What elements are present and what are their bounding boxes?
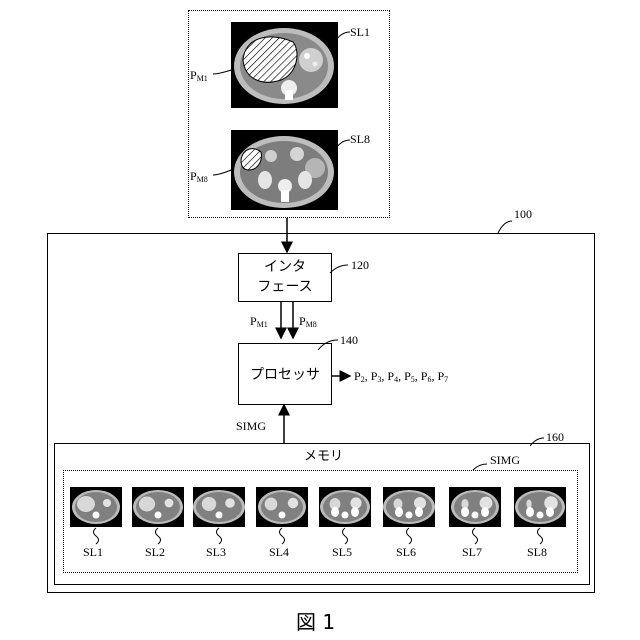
output-param: P7 (437, 369, 448, 383)
memory-thumbnail (449, 487, 501, 527)
processor-box: プロセッサ (238, 343, 332, 405)
output-parameters: P2, P3, P4, P5, P6, P7 (354, 370, 448, 384)
output-param: P2 (354, 369, 365, 383)
ref-140: 140 (340, 334, 358, 346)
memory-thumbnail (383, 487, 435, 527)
label-arrow-pm1: PM1 (250, 315, 268, 329)
figure-caption: 図 1 (296, 606, 335, 635)
memory-thumbnail (514, 487, 566, 527)
ct-image-sl8 (231, 130, 338, 210)
memory-thumbnail (256, 487, 308, 527)
ref-100: 100 (514, 208, 532, 220)
ct-sl8-graphic (231, 130, 338, 210)
ref-160: 160 (546, 431, 564, 443)
memory-thumbnail-label: SL6 (396, 546, 416, 558)
memory-thumbnail-label: SL5 (332, 546, 352, 558)
interface-line2: フェース (257, 278, 312, 298)
ct-image-sl1 (231, 22, 338, 108)
memory-thumbnail (193, 487, 245, 527)
output-param: P3 (371, 369, 382, 383)
interface-box: インタ フェース (238, 253, 332, 302)
label-sl1: SL1 (350, 26, 370, 38)
interface-line1: インタ (264, 258, 306, 278)
processor-label: プロセッサ (250, 364, 320, 384)
memory-thumbnail-label: SL8 (527, 546, 547, 558)
leader-100 (498, 221, 512, 233)
memory-label: メモリ (304, 450, 343, 463)
label-simg-group: SIMG (490, 454, 520, 466)
memory-thumbnail-label: SL7 (462, 546, 482, 558)
memory-thumbnail (319, 487, 371, 527)
label-simg-arrow: SIMG (236, 420, 266, 432)
label-arrow-pm8: PM8 (299, 315, 317, 329)
label-sl8: SL8 (350, 133, 370, 145)
memory-thumbnail (132, 487, 184, 527)
memory-thumbnail-label: SL2 (145, 546, 165, 558)
memory-thumbnail-label: SL4 (269, 546, 289, 558)
output-param: P4 (387, 369, 398, 383)
memory-thumbnail (70, 487, 122, 527)
memory-thumbnail-label: SL3 (206, 546, 226, 558)
output-param: P6 (421, 369, 432, 383)
ref-120: 120 (351, 259, 369, 271)
memory-thumbnail-label: SL1 (83, 546, 103, 558)
label-pm1: PM1 (190, 69, 208, 83)
label-pm8: PM8 (190, 170, 208, 184)
output-param: P5 (404, 369, 415, 383)
ct-sl1-graphic (231, 22, 338, 108)
